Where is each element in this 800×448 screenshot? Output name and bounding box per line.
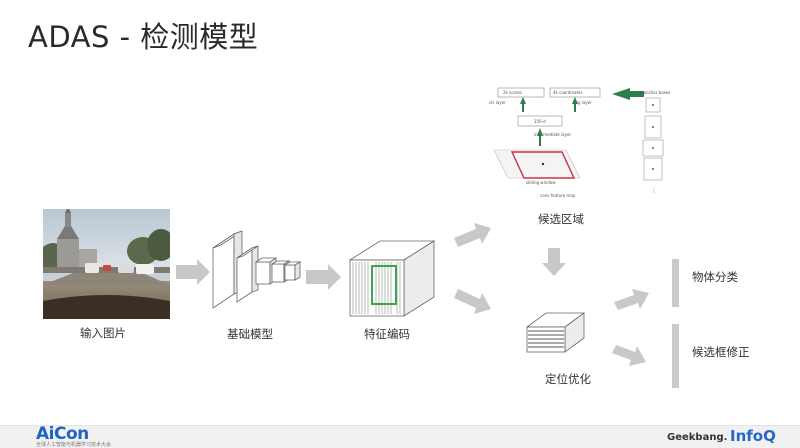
reg-layer-label: reg layer [574,100,592,105]
label-base-model: 基础模型 [227,327,273,341]
label-input-image: 输入图片 [80,326,126,340]
page-title: ADAS - 检测模型 [28,20,259,54]
geekbang-logo: Geekbang. [667,432,728,443]
cls-box-label: 2k scores [503,90,522,95]
svg-text:⋮: ⋮ [651,187,657,194]
label-box-refine: 候选框修正 [692,345,750,359]
classification-bar [672,259,679,307]
reg-box-label: 4k coordinates [553,90,583,95]
arrow-locate-to-class [614,289,649,310]
cls-layer-label: cls layer [489,100,506,105]
infoq-logo: InfoQ [730,427,776,445]
label-feature-encoding: 特征编码 [364,327,410,341]
feature-encoding-cube [348,240,436,317]
footer-bar [0,425,800,448]
feature-map-label: conv feature map [540,193,576,198]
aicon-subtitle: 全球人工智能与机器学习技术大会 [36,442,112,448]
mid-box-label: 256-d [534,119,546,124]
label-classification: 物体分类 [692,270,738,284]
mid-layer-label: intermediate layer [534,132,571,137]
arrow-locate-to-box [612,345,646,366]
arrow-base-to-feature [306,264,341,290]
box-refine-bar [672,324,679,388]
base-model-block [212,230,302,309]
candidate-region-diagram: 2k scores 4k coordinates cls layer reg l… [489,87,670,198]
arrow-feature-to-candidate [454,223,491,247]
anchor-label: k anchor boxes [640,90,670,95]
label-candidate-region: 候选区域 [538,212,584,226]
label-location-refine: 定位优化 [545,372,591,386]
arrow-input-to-base [176,259,210,285]
arrow-feature-to-locate [454,289,491,314]
sliding-window-label: sliding window [526,180,556,185]
arrow-candidate-to-locate [542,248,566,276]
aicon-text: AiCon [36,424,89,444]
aicon-logo: AiCon 全球人工智能与机器学习技术大会 [36,424,111,448]
input-image [43,209,170,319]
location-refine-block [525,312,586,353]
